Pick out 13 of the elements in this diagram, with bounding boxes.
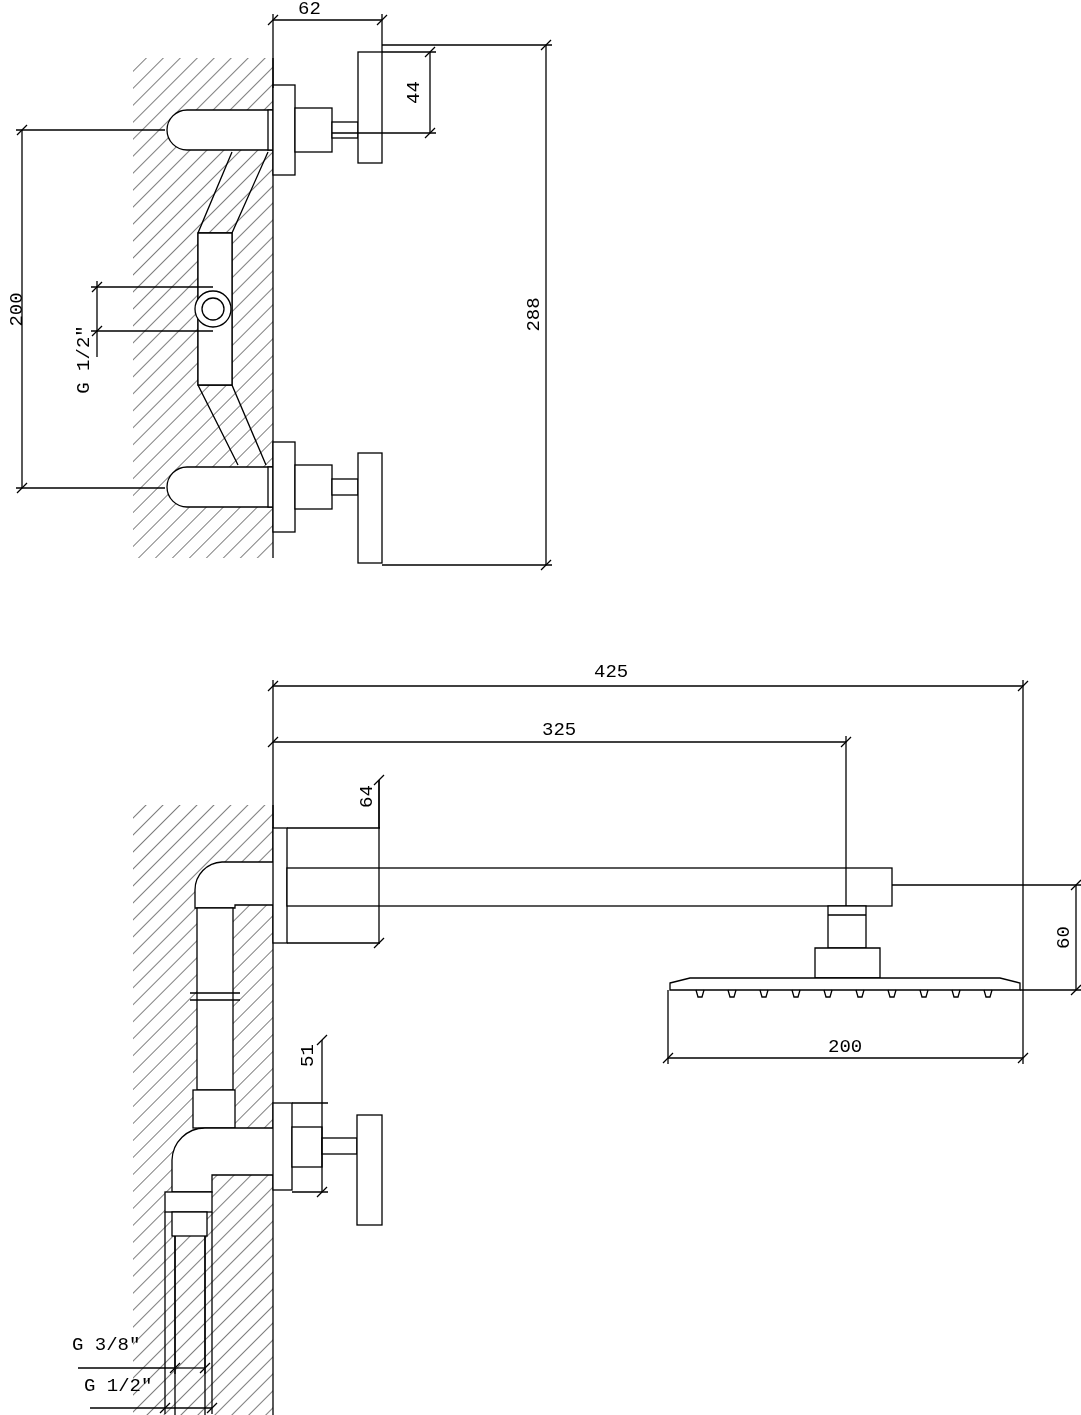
dimension-label: 62 (298, 0, 321, 19)
dimension-label: 425 (594, 663, 629, 682)
dimension-label: 44 (404, 81, 424, 104)
dimension-label: 51 (298, 1044, 318, 1067)
dimension-label: 200 (828, 1038, 863, 1057)
dimension-label: 64 (357, 785, 377, 808)
dimension-label: 288 (524, 297, 544, 332)
dimension-label: 60 (1054, 926, 1074, 949)
dimension-label: 200 (7, 292, 27, 327)
thread-size-label: G 3/8″ (72, 1336, 141, 1355)
thread-size-label: G 1/2″ (74, 325, 94, 394)
thread-size-label: G 1/2″ (84, 1377, 153, 1396)
dimension-label: 325 (542, 721, 577, 740)
